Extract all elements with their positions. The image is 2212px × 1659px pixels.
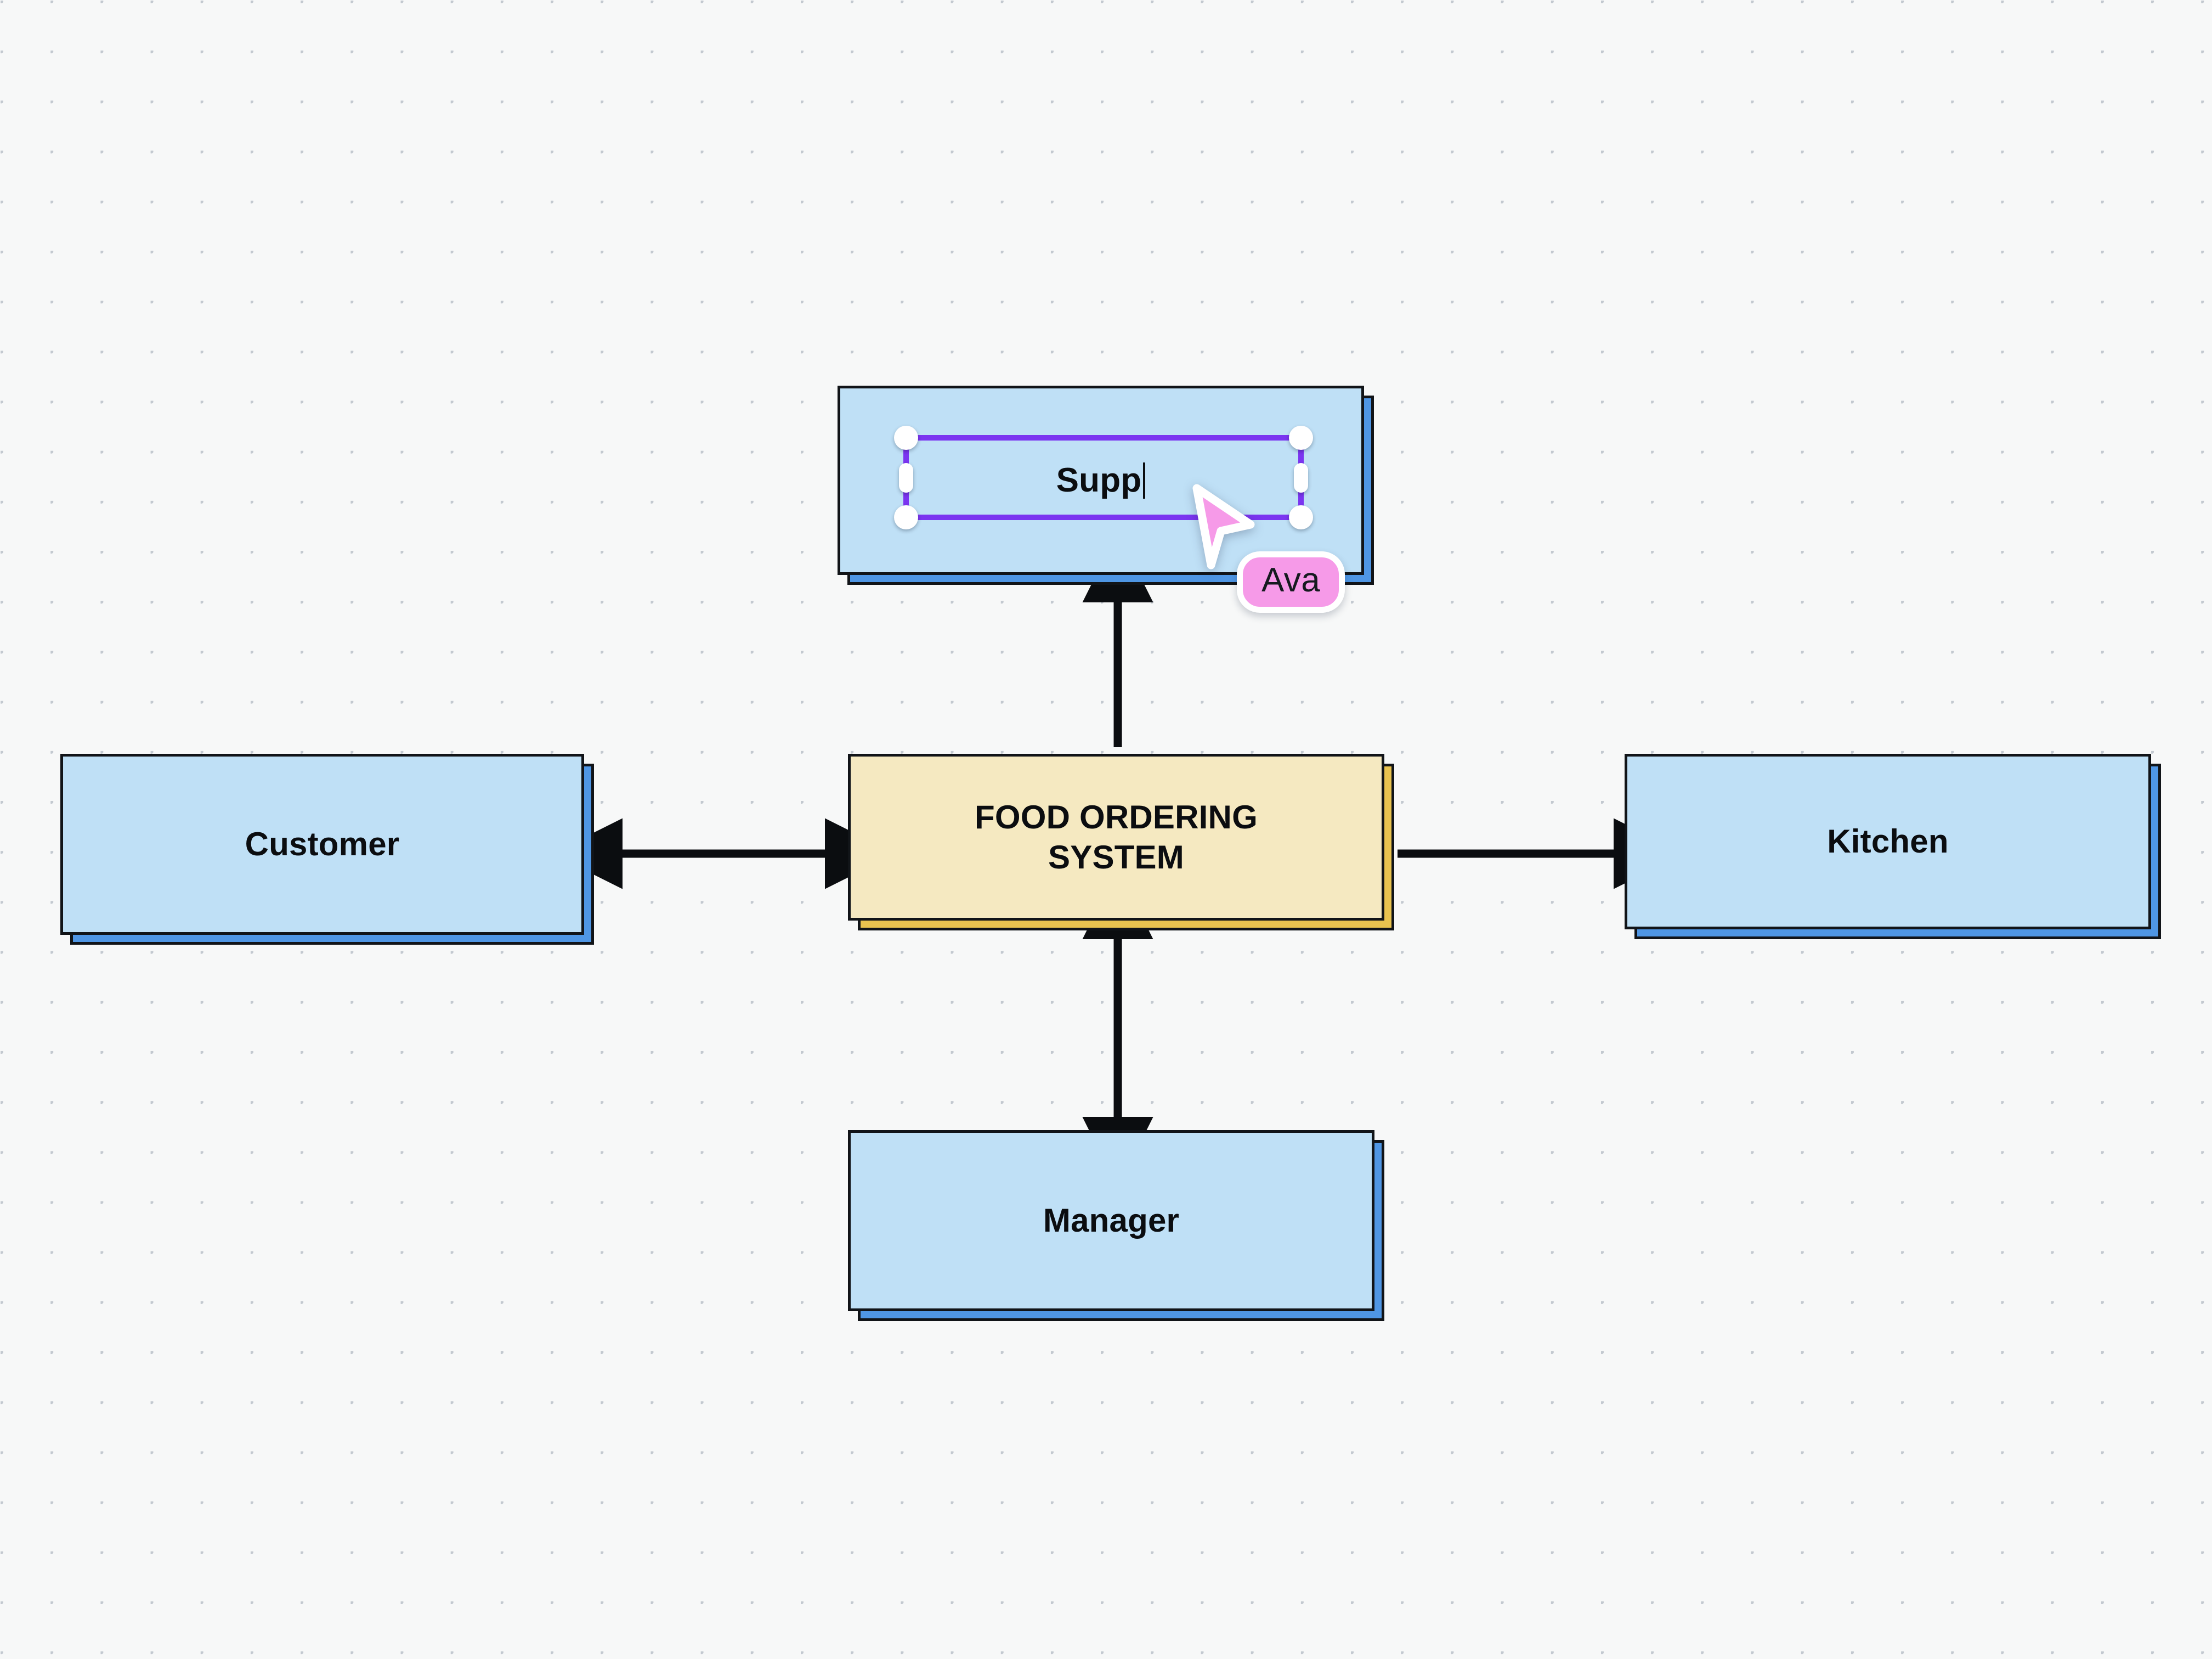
selection-edge-bottom (906, 515, 1301, 520)
resize-handle-top-right[interactable] (1289, 426, 1313, 450)
selection-edge-top (906, 435, 1301, 441)
resize-handle-bottom-right[interactable] (1289, 505, 1313, 529)
resize-handle-top-left[interactable] (894, 426, 918, 450)
node-label-manager: Manager (1043, 1202, 1180, 1239)
node-system[interactable]: FOOD ORDERING SYSTEM (848, 754, 1384, 921)
resize-handle-bottom-left[interactable] (894, 505, 918, 529)
collaborator-cursor-icon (1192, 484, 1255, 569)
node-kitchen[interactable]: Kitchen (1625, 754, 2151, 929)
node-label-system: FOOD ORDERING SYSTEM (975, 798, 1258, 876)
node-label-customer: Customer (245, 826, 400, 863)
text-caret (1143, 462, 1146, 499)
selection-marquee (894, 426, 1313, 529)
node-customer[interactable]: Customer (60, 754, 584, 935)
resize-handle-middle-left[interactable] (899, 462, 913, 493)
node-label-kitchen: Kitchen (1827, 823, 1949, 860)
node-manager[interactable]: Manager (848, 1130, 1374, 1311)
collaborator-name-tag: Ava (1237, 551, 1345, 613)
collaborator-name: Ava (1261, 561, 1321, 599)
resize-handle-middle-right[interactable] (1294, 462, 1308, 493)
